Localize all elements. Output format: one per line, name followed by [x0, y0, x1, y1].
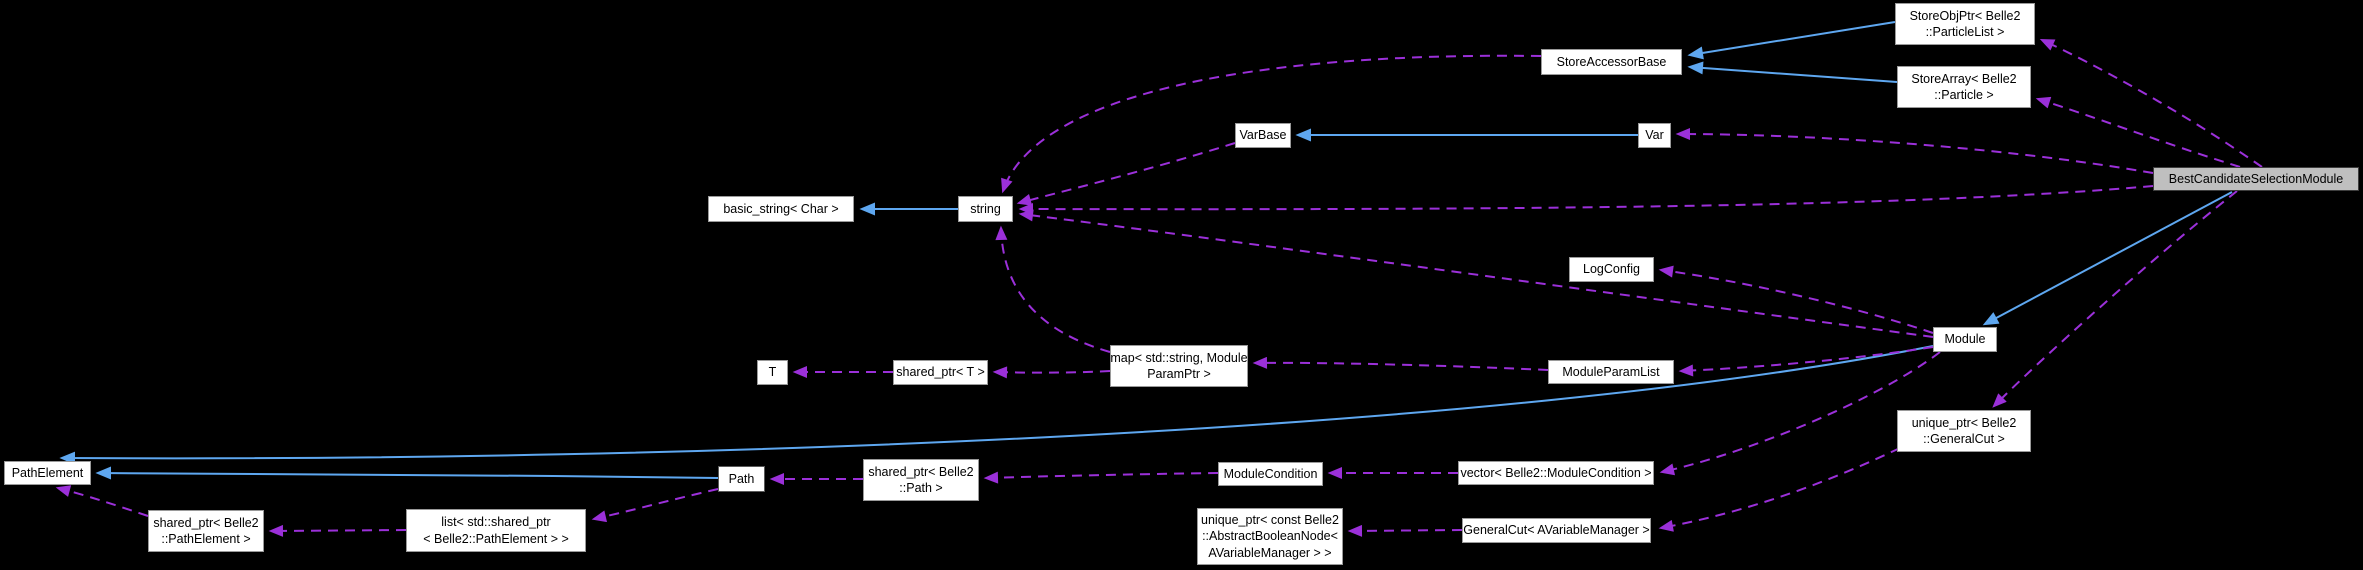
- node-label: shared_ptr< T >: [896, 365, 985, 380]
- node-label: ::AbstractBooleanNode<: [1202, 529, 1338, 544]
- node-label: ::Path >: [899, 481, 943, 495]
- node-label: LogConfig: [1583, 262, 1640, 277]
- node-label: shared_ptr< Belle2: [868, 464, 974, 479]
- node-label: Var: [1645, 128, 1664, 143]
- node-storeaccessorbase[interactable]: StoreAccessorBase: [1541, 49, 1682, 75]
- node-label: AVariableManager > >: [1208, 545, 1332, 560]
- edge-bestcandidate-string: [1018, 185, 2154, 216]
- node-uniqueptr-generalcut[interactable]: unique_ptr< Belle2 ::GeneralCut >: [1897, 410, 2031, 452]
- node-varbase[interactable]: VarBase: [1235, 123, 1291, 148]
- edge-bestcandidate-uniqueptrgeneralcut: [1992, 190, 2238, 408]
- edge-module-moduleparamlist: [1678, 346, 1934, 377]
- edge-bestcandidate-storeobjptr: [2039, 38, 2263, 168]
- node-basicstring-char[interactable]: basic_string< Char >: [708, 196, 854, 222]
- node-modulecondition[interactable]: ModuleCondition: [1218, 462, 1323, 486]
- node-vector-modulecondition[interactable]: vector< Belle2::ModuleCondition >: [1458, 461, 1654, 485]
- node-label: ParamPtr >: [1147, 367, 1211, 381]
- node-label: ::ParticleList >: [1925, 25, 2005, 39]
- node-label: ::Particle >: [1934, 88, 1994, 102]
- edge-sharedptrpathelement-pathelement: [55, 485, 149, 517]
- node-logconfig[interactable]: LogConfig: [1569, 257, 1654, 282]
- edge-map-sharedptrt: [992, 366, 1111, 379]
- node-label: ModuleCondition: [1223, 466, 1318, 481]
- node-map-moduleparamptr[interactable]: map< std::string, Module ParamPtr >: [1110, 345, 1248, 387]
- node-label: VarBase: [1239, 128, 1287, 143]
- edge-generalcut-uniqueptrabstract: [1347, 524, 1463, 537]
- node-moduleparamlist[interactable]: ModuleParamList: [1548, 360, 1674, 384]
- node-label: unique_ptr< Belle2: [1911, 415, 2017, 430]
- node-list-sharedptr-pathelement[interactable]: list< std::shared_ptr < Belle2::PathElem…: [406, 509, 586, 552]
- node-label: vector< Belle2::ModuleCondition >: [1460, 465, 1652, 480]
- node-generalcut-avariablemanager[interactable]: GeneralCut< AVariableManager >: [1462, 518, 1651, 543]
- node-label: unique_ptr< const Belle2: [1201, 512, 1339, 527]
- node-sharedptr-t[interactable]: shared_ptr< T >: [893, 360, 988, 385]
- node-label: Path: [728, 471, 755, 486]
- node-label: StoreAccessorBase: [1556, 54, 1667, 69]
- edge-path-pathelement: [95, 466, 719, 480]
- edge-module-pathelement: [59, 345, 1934, 465]
- node-label: BestCandidateSelectionModule: [2168, 171, 2344, 186]
- node-var[interactable]: Var: [1638, 123, 1671, 148]
- node-label: string: [970, 201, 1001, 216]
- node-pathelement[interactable]: PathElement: [4, 461, 91, 485]
- node-label: list< std::shared_ptr: [441, 515, 551, 529]
- edge-bestcandidate-var: [1675, 128, 2154, 174]
- edge-map-string: [995, 225, 1111, 353]
- node-label: < Belle2::PathElement > >: [423, 531, 569, 546]
- node-sharedptr-path[interactable]: shared_ptr< Belle2 ::Path >: [863, 459, 979, 501]
- node-sharedptr-pathelement[interactable]: shared_ptr< Belle2 ::PathElement >: [148, 510, 264, 552]
- edge-varbase-string: [1016, 142, 1236, 206]
- edge-moduleparamlist-map: [1252, 356, 1549, 371]
- edge-path-list: [591, 488, 719, 523]
- node-storeobjptr-particlelist[interactable]: StoreObjPtr< Belle2 ::ParticleList >: [1895, 3, 2035, 45]
- node-label: ::GeneralCut >: [1923, 432, 2005, 446]
- node-label: Module: [1944, 332, 1986, 347]
- node-string[interactable]: string: [958, 196, 1013, 222]
- node-label: GeneralCut< AVariableManager >: [1463, 523, 1650, 538]
- edge-list-sharedptrpathelement: [268, 524, 407, 537]
- node-label: shared_ptr< Belle2: [153, 515, 259, 530]
- node-path[interactable]: Path: [718, 466, 765, 492]
- edge-uniqueptrgeneralcut-generalcut: [1658, 447, 1901, 532]
- edge-module-vectormodulecondition: [1659, 351, 1941, 476]
- edge-modulecondition-sharedptrpath: [983, 471, 1219, 484]
- edge-storeaccessorbase-string: [1001, 54, 1542, 194]
- edge-module-string: [1018, 209, 1934, 338]
- node-storearray-particle[interactable]: StoreArray< Belle2 ::Particle >: [1897, 66, 2031, 108]
- node-t[interactable]: T: [757, 360, 788, 385]
- node-label: PathElement: [11, 465, 84, 480]
- node-label: basic_string< Char >: [723, 201, 839, 216]
- edge-bestcandidate-storearray: [2035, 96, 2241, 168]
- node-label: T: [768, 365, 777, 380]
- node-label: ModuleParamList: [1562, 364, 1660, 379]
- edge-storeobjptr-storeaccessorbase: [1687, 21, 1896, 60]
- edge-bestcandidate-module: [1982, 191, 2233, 326]
- node-uniqueptr-abstractbooleannode[interactable]: unique_ptr< const Belle2 ::AbstractBoole…: [1197, 508, 1343, 565]
- node-label: StoreArray< Belle2: [1911, 71, 2017, 86]
- edge-module-logconfig: [1658, 265, 1934, 334]
- node-label: ::PathElement >: [161, 532, 251, 546]
- node-label: StoreObjPtr< Belle2: [1909, 8, 2021, 23]
- node-module[interactable]: Module: [1933, 327, 1997, 352]
- edge-storearray-storeaccessorbase: [1687, 61, 1898, 83]
- node-label: map< std::string, Module: [1110, 350, 1248, 365]
- node-bestcandidateselectionmodule: BestCandidateSelectionModule: [2153, 167, 2359, 191]
